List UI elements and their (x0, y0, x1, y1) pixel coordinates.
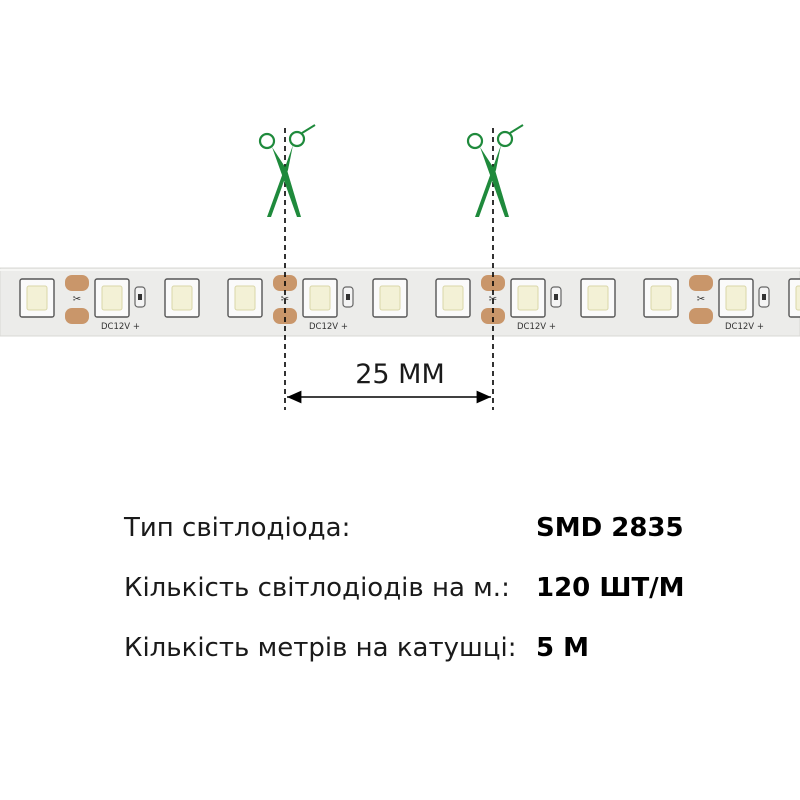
led-emitter (587, 285, 609, 311)
scissors-icon (258, 124, 316, 217)
led-emitter (171, 285, 193, 311)
copper-pad (689, 275, 713, 291)
spec-label: Кількість світлодіодів на м.: (124, 573, 510, 603)
led-emitter (650, 285, 672, 311)
led-emitter (795, 285, 800, 311)
copper-pad (65, 308, 89, 324)
resistor-body (346, 294, 350, 300)
led-emitter (101, 285, 123, 311)
copper-pad (273, 308, 297, 324)
spec-label: Кількість метрів на катушці: (124, 633, 517, 663)
led-strip-diagram: ✂DC12V +✂DC12V +✂DC12V +✂DC12V + (0, 124, 800, 410)
led-emitter (725, 285, 747, 311)
led-emitter (442, 285, 464, 311)
copper-pad (481, 308, 505, 324)
spec-value: 120 ШТ/М (536, 573, 685, 603)
strip-marking: DC12V + (309, 322, 348, 332)
dimension-label: 25 ММ (355, 359, 445, 390)
led-emitter (379, 285, 401, 311)
spec-value: 5 М (536, 633, 590, 663)
cut-mark: ✂ (697, 294, 705, 305)
led-emitter (309, 285, 331, 311)
spec-label: Тип світлодіода: (124, 513, 351, 543)
cut-mark: ✂ (73, 294, 81, 305)
strip-marking: DC12V + (517, 322, 556, 332)
led-emitter (234, 285, 256, 311)
strip-marking: DC12V + (725, 322, 764, 332)
led-emitter (26, 285, 48, 311)
strip-marking: DC12V + (101, 322, 140, 332)
copper-pad (65, 275, 89, 291)
resistor-body (554, 294, 558, 300)
scissors-icon (466, 124, 524, 217)
spec-row-led-type: Тип світлодіода: SMD 2835 (124, 513, 724, 553)
spec-value: SMD 2835 (536, 513, 684, 543)
resistor-body (138, 294, 142, 300)
resistor-body (762, 294, 766, 300)
spec-row-leds-per-meter: Кількість світлодіодів на м.: 120 ШТ/М (124, 573, 724, 613)
spec-row-meters-per-reel: Кількість метрів на катушці: 5 М (124, 633, 724, 673)
led-emitter (517, 285, 539, 311)
copper-pad (689, 308, 713, 324)
